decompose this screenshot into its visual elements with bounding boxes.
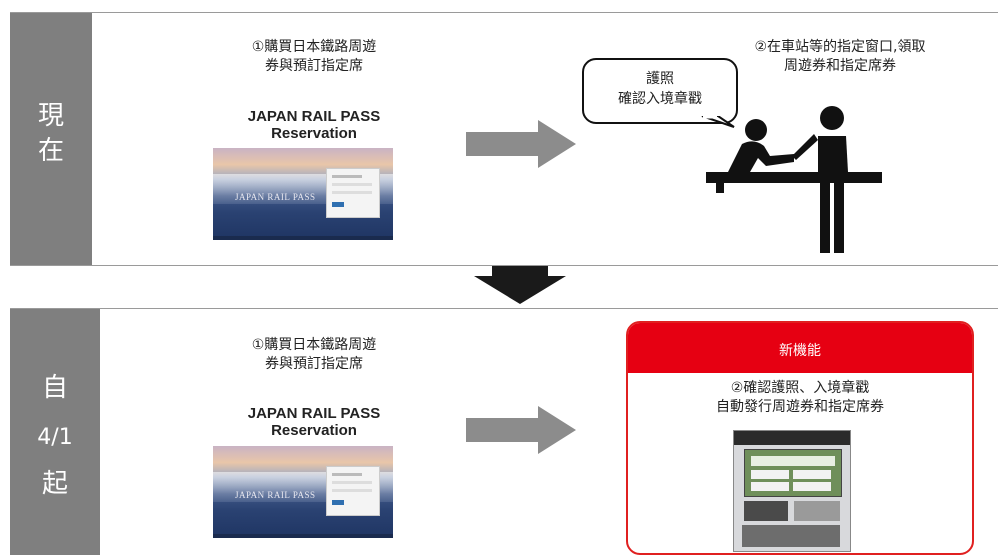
current-side-label: 現 在 bbox=[10, 13, 92, 265]
new-process-panel: 自 4/1 起 bbox=[10, 308, 998, 555]
side-label-line: 自 bbox=[41, 373, 68, 403]
new-feature-header: 新機能 bbox=[628, 323, 972, 373]
ticket-machine-icon bbox=[733, 430, 851, 552]
right-arrow-icon bbox=[466, 120, 576, 168]
new-reservation-site-screenshot: JAPAN RAIL PASS bbox=[213, 446, 393, 538]
new-side-label: 自 4/1 起 bbox=[10, 309, 100, 555]
now-reservation-site-screenshot: JAPAN RAIL PASS bbox=[213, 148, 393, 240]
passport-check-bubble: 護照 確認入境章戳 bbox=[582, 58, 738, 124]
now-jrp-title: JAPAN RAIL PASS Reservation bbox=[247, 108, 381, 142]
current-process-panel: 現 在 bbox=[10, 12, 998, 266]
now-step1-caption: ①購買日本鐵路周遊 券與預訂指定席 bbox=[251, 39, 377, 74]
right-arrow-icon bbox=[466, 406, 576, 454]
bubble-tail bbox=[701, 116, 735, 128]
side-label-line: 4/1 bbox=[37, 425, 73, 450]
side-label-line: 現 bbox=[37, 101, 64, 131]
counter-clerk-icon bbox=[706, 106, 882, 253]
side-label-line: 起 bbox=[41, 469, 68, 499]
now-step2-caption: ②在車站等的指定窗口,領取 周遊券和指定席券 bbox=[754, 39, 926, 74]
new-jrp-title: JAPAN RAIL PASS Reservation bbox=[247, 405, 381, 439]
side-label-line: 在 bbox=[37, 136, 64, 166]
down-arrow-icon bbox=[474, 266, 566, 304]
new-step1-caption: ①購買日本鐵路周遊 券與預訂指定席 bbox=[251, 337, 377, 372]
new-step2-caption: ②確認護照、入境章戳 自動發行周遊券和指定席券 bbox=[716, 380, 884, 415]
